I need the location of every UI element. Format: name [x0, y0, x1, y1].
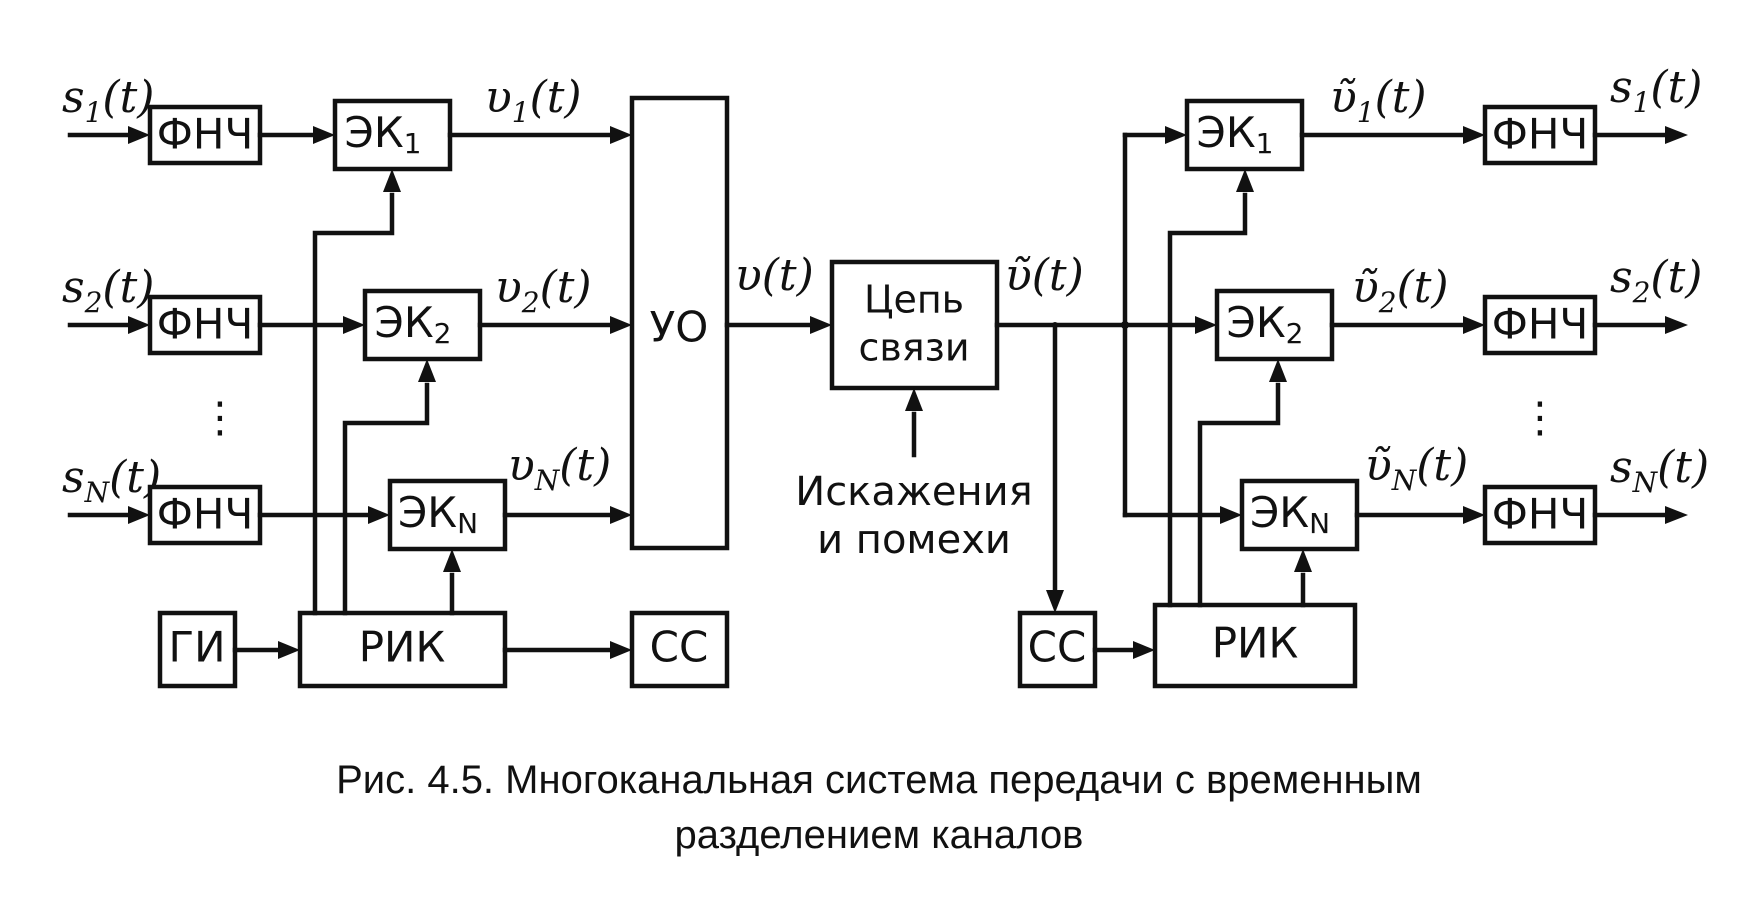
- arrowhead: [1463, 316, 1485, 334]
- tx-ss-sync-block: [629, 610, 730, 689]
- rx-ek-1-block: [1184, 98, 1305, 172]
- rx-ss-label: СС: [1028, 623, 1087, 672]
- uo-label: УО: [650, 303, 709, 352]
- v-tilde-2-label: υ̃2(t): [1352, 262, 1449, 319]
- gi-pulse-generator-block: [157, 610, 238, 689]
- rx-rik-to-ek2: [1197, 382, 1281, 608]
- arrowhead: [278, 641, 300, 659]
- channel-label-line2: связи: [858, 326, 969, 370]
- arrowhead: [610, 316, 632, 334]
- rx-ek-2-block: [1214, 288, 1335, 362]
- tx-ek-2-block: [362, 288, 483, 362]
- tx-rik-to-ek1: [312, 192, 395, 616]
- arrowhead: [1463, 506, 1485, 524]
- arrowhead: [1165, 126, 1187, 144]
- arrowhead: [313, 126, 335, 144]
- arrowhead: [1220, 506, 1242, 524]
- arrowhead: [1269, 359, 1287, 382]
- input-signal-n-label: sN(t): [62, 452, 161, 509]
- figure-caption-line2: разделением каналов: [675, 813, 1084, 857]
- gi-label: ГИ: [168, 623, 225, 672]
- tx-ellipsis: ⋮: [199, 393, 241, 442]
- arrowhead: [1046, 590, 1064, 613]
- arrowhead: [128, 506, 150, 524]
- tx-lpf-1-label: ФНЧ: [157, 110, 254, 159]
- arrowhead: [128, 316, 150, 334]
- distortion-label-line2: и помехи: [817, 517, 1011, 563]
- arrowhead: [1463, 126, 1485, 144]
- tx-ss-label: СС: [650, 623, 709, 672]
- arrowhead: [343, 316, 365, 334]
- v2-label: υ2(t): [495, 262, 592, 319]
- arrowhead: [1133, 641, 1155, 659]
- input-signal-2-label: s2(t): [62, 262, 154, 319]
- arrowhead: [1294, 549, 1312, 572]
- arrowhead: [418, 359, 436, 382]
- arrowhead: [443, 549, 461, 572]
- arrowhead: [1236, 169, 1254, 192]
- rx-lpf-n-block: [1482, 484, 1598, 546]
- rx-ek-n-block: [1239, 478, 1360, 552]
- v-tilde-1-label: υ̃1(t): [1330, 72, 1427, 129]
- rx-lpf-1-block: [1482, 104, 1598, 166]
- arrowhead: [905, 388, 923, 411]
- rx-ek-n-label: ЭКN: [1250, 488, 1330, 541]
- arrowhead: [1195, 316, 1217, 334]
- tx-rik-block: [297, 610, 508, 689]
- output-signal-n-label: sN(t): [1610, 442, 1709, 499]
- arrowhead: [610, 506, 632, 524]
- distortion-label-line1: Искажения: [795, 469, 1032, 515]
- tx-lpf-n-block: [147, 484, 263, 546]
- tx-rik-label: РИК: [359, 623, 446, 672]
- rx-ek-2-label: ЭК2: [1227, 298, 1304, 351]
- rx-rik-label: РИК: [1212, 619, 1299, 668]
- tx-lpf-n-label: ФНЧ: [157, 490, 254, 539]
- channel-block: [829, 259, 1000, 391]
- arrowhead: [1665, 316, 1688, 334]
- v-tilde-label: υ̃(t): [1005, 250, 1084, 301]
- rx-lpf-1-label: ФНЧ: [1492, 110, 1589, 159]
- tx-lpf-1-block: [147, 104, 263, 166]
- junction-dot: [1121, 321, 1129, 329]
- tx-ek-n-label: ЭКN: [398, 488, 478, 541]
- vn-label: υN(t): [508, 440, 611, 497]
- rx-rik-block: [1152, 602, 1358, 689]
- arrowhead: [1665, 506, 1688, 524]
- rx-lpf-2-label: ФНЧ: [1492, 300, 1589, 349]
- uo-combiner-block: [629, 95, 730, 551]
- tx-ek-2-label: ЭК2: [375, 298, 452, 351]
- arrowhead: [610, 126, 632, 144]
- arrowhead: [383, 169, 401, 192]
- channel-label-line1: Цепь: [864, 278, 964, 322]
- rx-ellipsis: ⋮: [1519, 393, 1561, 442]
- arrowhead: [1665, 126, 1688, 144]
- arrowhead: [368, 506, 390, 524]
- tx-lpf-2-block: [147, 294, 263, 356]
- rx-rik-to-ek1: [1167, 192, 1248, 608]
- output-signal-2-label: s2(t): [1610, 252, 1702, 309]
- arrowhead: [610, 641, 632, 659]
- v1-label: υ1(t): [485, 72, 582, 129]
- tx-ek-1-label: ЭК1: [345, 108, 422, 161]
- output-signal-1-label: s1(t): [1610, 62, 1702, 119]
- v-tilde-n-label: υ̃N(t): [1365, 440, 1468, 497]
- rx-lpf-n-label: ФНЧ: [1492, 490, 1589, 539]
- rx-ek-1-label: ЭК1: [1197, 108, 1274, 161]
- tx-rik-to-ek2: [342, 382, 430, 616]
- arrowhead: [810, 316, 832, 334]
- tx-ek-1-block: [332, 98, 453, 172]
- input-signal-1-label: s1(t): [62, 72, 154, 129]
- arrowhead: [128, 126, 150, 144]
- figure-caption-line1: Рис. 4.5. Многоканальная система передач…: [336, 758, 1422, 802]
- v-sum-label: υ(t): [735, 250, 814, 301]
- tx-lpf-2-label: ФНЧ: [157, 300, 254, 349]
- tx-ek-n-block: [387, 478, 508, 552]
